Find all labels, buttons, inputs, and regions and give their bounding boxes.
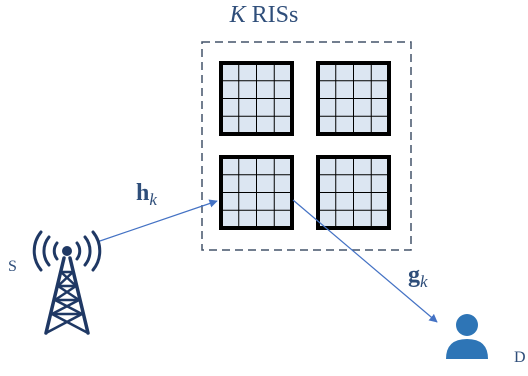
ris-panel bbox=[219, 155, 294, 230]
ris-group-box bbox=[201, 41, 412, 251]
g-link-arrow bbox=[292, 199, 438, 323]
ris-panel-border bbox=[219, 61, 294, 136]
diagram-title: K RISs bbox=[0, 2, 528, 29]
ris-panel-border bbox=[316, 155, 391, 230]
title-ris: RISs bbox=[245, 2, 299, 28]
destination-label: D bbox=[514, 349, 526, 366]
user-icon bbox=[446, 314, 488, 359]
h-k-label: hk bbox=[136, 180, 157, 209]
ris-panel bbox=[316, 61, 391, 136]
ris-panel-border bbox=[316, 61, 391, 136]
g-k-label: gk bbox=[408, 262, 428, 291]
g-subscript: k bbox=[420, 272, 428, 291]
title-k: K bbox=[229, 2, 246, 28]
h-vector: h bbox=[136, 180, 150, 206]
g-vector: g bbox=[408, 262, 420, 288]
ris-panel-border bbox=[219, 155, 294, 230]
ris-panels bbox=[219, 61, 391, 230]
source-label: S bbox=[8, 258, 17, 275]
ris-panel bbox=[219, 61, 294, 136]
h-subscript: k bbox=[149, 190, 157, 209]
h-link-arrow bbox=[96, 199, 218, 243]
cell-tower-icon bbox=[32, 230, 102, 335]
ris-panel bbox=[316, 155, 391, 230]
